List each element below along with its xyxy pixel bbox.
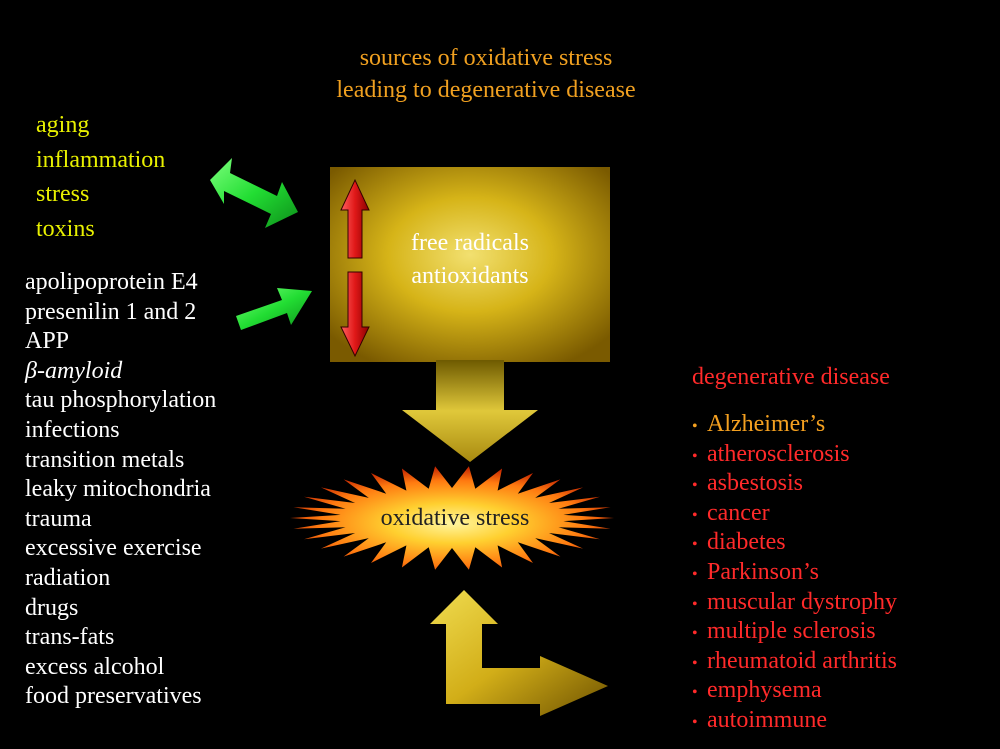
bullet-icon: •	[692, 565, 698, 583]
list-item: • rheumatoid arthritis	[692, 647, 897, 677]
disease-item: Parkinson’s	[707, 558, 820, 585]
list-item: • multiple sclerosis	[692, 617, 897, 647]
box-label-antioxidants: antioxidants	[411, 263, 529, 289]
disease-item: emphysema	[707, 677, 822, 704]
disease-item: diabetes	[707, 529, 786, 556]
list-item: leaky mitochondria	[25, 476, 211, 503]
bullet-icon: •	[692, 595, 698, 613]
disease-item: asbestosis	[707, 470, 803, 497]
disease-list: • Alzheimer’s • atherosclerosis • asbestosi…	[692, 410, 897, 736]
list-item: aging	[36, 112, 90, 138]
list-item: trans-fats	[25, 624, 115, 651]
list-item: β-amyloid	[25, 357, 123, 384]
list-item: tau phosphorylation	[25, 387, 217, 414]
list-item: infections	[25, 416, 120, 443]
red-down-arrow-icon	[340, 271, 370, 358]
title-line-1: sources of oxidative stress	[359, 45, 613, 71]
bullet-icon: •	[692, 447, 698, 465]
list-item: • autoimmune	[692, 706, 897, 736]
oxidative-stress-burst	[290, 466, 614, 570]
list-item: transition metals	[25, 446, 185, 473]
list-item: APP	[25, 328, 70, 355]
disease-item: cancer	[707, 499, 770, 526]
bullet-icon: •	[692, 654, 698, 672]
list-item: drugs	[25, 594, 79, 621]
disease-item: atherosclerosis	[707, 440, 850, 467]
list-item: excess alcohol	[25, 653, 165, 680]
list-item: inflammation	[36, 146, 166, 173]
elbow-double-arrow-icon	[430, 590, 608, 716]
list-item: apolipoprotein E4	[25, 269, 198, 295]
red-up-arrow-icon	[340, 178, 370, 259]
list-item: radiation	[25, 564, 111, 591]
box-label-free-radicals: free radicals	[411, 230, 529, 256]
list-item: • Parkinson’s	[692, 558, 897, 588]
disease-item: muscular dystrophy	[707, 588, 897, 615]
green-double-arrow-icon	[210, 158, 298, 228]
list-item: food preservatives	[25, 683, 202, 710]
title-line-2: leading to degenerative disease	[336, 77, 636, 103]
list-item: • emphysema	[692, 676, 897, 706]
list-item: • cancer	[692, 499, 897, 529]
bullet-icon: •	[692, 536, 698, 554]
white-sources-list: apolipoprotein E4 presenilin 1 and 2 APP…	[25, 268, 216, 712]
green-arrow-icon	[236, 288, 312, 330]
bullet-icon: •	[692, 477, 698, 495]
disease-heading: degenerative disease	[692, 364, 890, 390]
bullet-icon: •	[692, 713, 698, 731]
list-item: • muscular dystrophy	[692, 588, 897, 618]
list-item: trauma	[25, 505, 92, 532]
bullet-icon: •	[692, 418, 698, 435]
list-item: excessive exercise	[25, 535, 202, 562]
bullet-icon: •	[692, 684, 698, 702]
disease-item: autoimmune	[707, 706, 827, 733]
list-item: stress	[36, 181, 90, 207]
disease-item: multiple sclerosis	[707, 618, 876, 645]
list-item: • diabetes	[692, 528, 897, 558]
down-arrow-icon	[402, 360, 538, 462]
list-item: presenilin 1 and 2	[25, 298, 197, 325]
list-item: • Alzheimer’s	[692, 410, 897, 440]
list-item: • atherosclerosis	[692, 440, 897, 470]
bullet-icon: •	[692, 625, 698, 643]
yellow-sources-list: aging inflammation stress toxins	[36, 108, 165, 246]
bullet-icon: •	[692, 506, 698, 524]
oxidative-stress-label: oxidative stress	[380, 505, 530, 531]
gold-box	[330, 167, 610, 362]
list-item: toxins	[36, 215, 95, 242]
list-item: • asbestosis	[692, 469, 897, 499]
disease-item: Alzheimer’s	[707, 411, 826, 437]
disease-item: rheumatoid arthritis	[707, 647, 897, 674]
